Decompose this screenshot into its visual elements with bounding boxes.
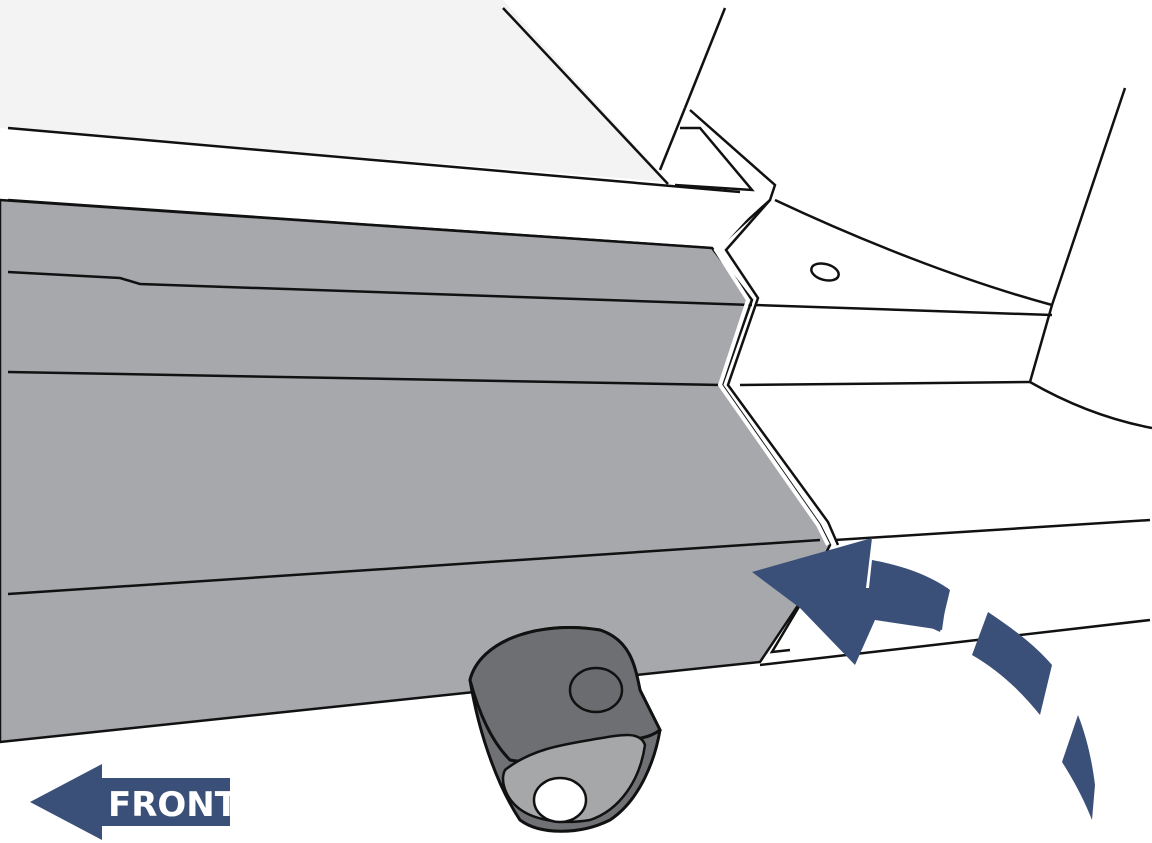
right-panel-curve-top — [774, 198, 1053, 307]
panel-hole — [810, 262, 840, 282]
rail-left-notch — [769, 604, 802, 654]
bracket-slot-outer — [689, 109, 777, 251]
right-panel-low-line — [739, 380, 1031, 387]
upper-light-panel — [0, 0, 668, 182]
upper-panel-bottom-edge — [7, 126, 741, 194]
pin-top-face — [468, 625, 662, 763]
bracket-slot-inner — [674, 126, 755, 192]
right-panel-lower-curve — [1029, 380, 1152, 430]
upper-panel-edge — [502, 7, 669, 185]
seam-outer — [724, 199, 840, 546]
front-arrow-shape — [30, 764, 230, 840]
right-panel-right-edge — [1028, 87, 1127, 383]
frame-line-2 — [7, 370, 723, 387]
white-band — [0, 130, 760, 248]
curved-rotate-arrow-icon — [752, 538, 1095, 820]
bracket-vertical-line — [683, 7, 727, 109]
pivot-pin-icon — [468, 625, 662, 833]
right-panel-mid-line — [754, 303, 1053, 317]
rail-bottom-line — [759, 618, 1151, 667]
rotate-arrow-dash-1 — [972, 612, 1052, 715]
front-label: FRONT — [108, 785, 239, 825]
pin-lower-hole — [532, 776, 588, 824]
frame-line-3 — [7, 538, 821, 596]
rotate-arrow-head — [752, 538, 948, 665]
rail-top-line — [834, 518, 1151, 542]
pin-upper-hole — [568, 666, 624, 714]
rotate-arrow-band-1 — [866, 560, 950, 632]
front-arrow-icon: FRONT — [30, 764, 239, 840]
rotate-arrow-dash-2 — [1062, 715, 1095, 820]
gray-side-frame — [0, 198, 832, 744]
bracket-top-left — [658, 107, 687, 171]
seam-inner — [713, 198, 830, 546]
frame-line-1 — [7, 270, 753, 307]
